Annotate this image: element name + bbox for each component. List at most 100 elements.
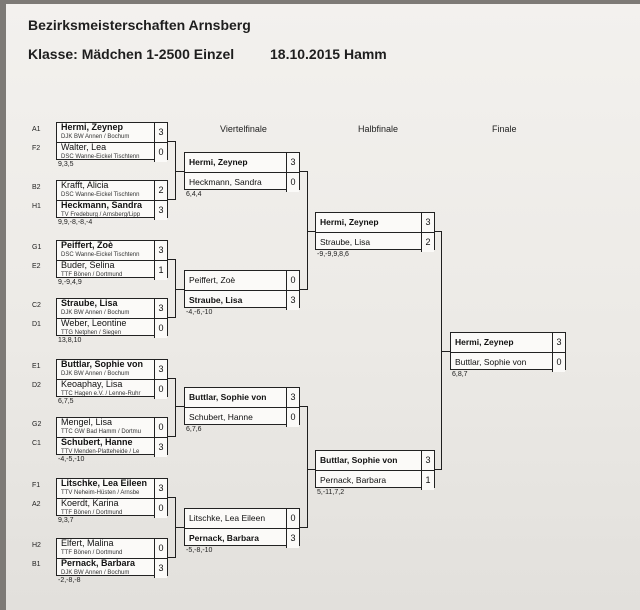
bracket-line — [168, 497, 176, 499]
player-club: DJK BW Annen / Bochum — [61, 371, 130, 377]
player-name: Straube, Lisa — [61, 298, 118, 308]
bracket-line — [300, 171, 308, 173]
player-slot: Litschke, Lea Eileen 0 — [185, 509, 299, 528]
set-score: 0 — [286, 509, 299, 528]
set-score: 2 — [154, 181, 167, 200]
bracket-line — [435, 469, 442, 471]
set-results: 9,9,-8,-8,-4 — [58, 219, 93, 226]
set-score: 3 — [421, 213, 434, 232]
set-score: 3 — [154, 299, 167, 318]
seed-label: G2 — [32, 421, 42, 428]
set-score: 0 — [154, 380, 167, 399]
seed-label: C1 — [32, 440, 41, 447]
player-name: Heckmann, Sandra — [189, 177, 262, 187]
set-score: 0 — [154, 539, 167, 558]
player-name: Schubert, Hanne — [189, 412, 253, 422]
seed-label: D2 — [32, 382, 41, 389]
round-header-final: Finale — [492, 124, 517, 134]
bracket-line — [441, 351, 450, 353]
set-score: 3 — [154, 123, 167, 142]
player-name: Straube, Lisa — [320, 237, 371, 247]
bracket-line — [168, 317, 176, 319]
set-score: 0 — [154, 319, 167, 338]
set-score: 0 — [154, 499, 167, 518]
player-name: Walter, Lea — [61, 142, 107, 152]
seed-label: A2 — [32, 501, 41, 508]
set-results: -2,-8,-8 — [58, 577, 81, 584]
player-club: DSC Wanne-Eickel Tischtenn — [61, 252, 140, 258]
bracket-line — [175, 406, 184, 408]
bracket-line — [307, 469, 315, 471]
seed-label: G1 — [32, 244, 42, 251]
player-club: TTF Bönen / Dortmund — [61, 272, 123, 278]
bracket-line — [300, 289, 308, 291]
player-name: Litschke, Lea Eileen — [189, 513, 266, 523]
player-name: Litschke, Lea Eileen — [61, 478, 148, 488]
set-score: 3 — [421, 451, 434, 470]
set-results: -4,-6,-10 — [186, 309, 213, 316]
bracket-line — [175, 289, 184, 291]
seed-label: E2 — [32, 263, 41, 270]
player-name: Mengel, Lisa — [61, 417, 113, 427]
bracket-line — [435, 231, 442, 233]
player-club: DJK BW Annen / Bochum — [61, 570, 130, 576]
round-header-quarterfinal: Viertelfinale — [220, 124, 267, 134]
player-club: TTF Bönen / Dortmund — [61, 550, 123, 556]
set-score: 2 — [421, 233, 434, 252]
bracket-line — [441, 231, 443, 471]
player-name: Krafft, Alicia — [61, 180, 109, 190]
set-score: 3 — [286, 291, 299, 310]
seed-label: F1 — [32, 482, 41, 489]
player-name: Hermi, Zeynep — [455, 337, 514, 347]
player-slot: Hermi, Zeynep 3 — [316, 213, 434, 232]
set-results: -4,-5,-10 — [58, 456, 85, 463]
player-name: Hermi, Zeynep — [320, 217, 379, 227]
set-score: 0 — [552, 353, 565, 372]
player-club: TTV Neheim-Hüsten / Arnsbe — [61, 490, 140, 496]
player-club: TTG Netphen / Siegen — [61, 330, 122, 336]
seed-label: A1 — [32, 126, 41, 133]
bracket-line — [175, 378, 177, 438]
player-club: DJK BW Annen / Bochum — [61, 134, 130, 140]
bracket-line — [168, 141, 176, 143]
player-name: Pernack, Barbara — [61, 558, 136, 568]
player-name: Buder, Selina — [61, 260, 115, 270]
seed-label: F2 — [32, 145, 41, 152]
round-header-semifinal: Halbfinale — [358, 124, 399, 134]
player-name: Buttlar, Sophie von — [61, 359, 144, 369]
bracket-line — [300, 527, 308, 529]
player-club: TTC Hagen e.V. / Lenne-Ruhr — [61, 391, 141, 397]
player-name: Koerdt, Karina — [61, 498, 119, 508]
bracket-line — [168, 436, 176, 438]
player-name: Pernack, Barbara — [320, 475, 387, 485]
set-score: 0 — [286, 271, 299, 290]
player-name: Heckmann, Sandra — [61, 200, 143, 210]
